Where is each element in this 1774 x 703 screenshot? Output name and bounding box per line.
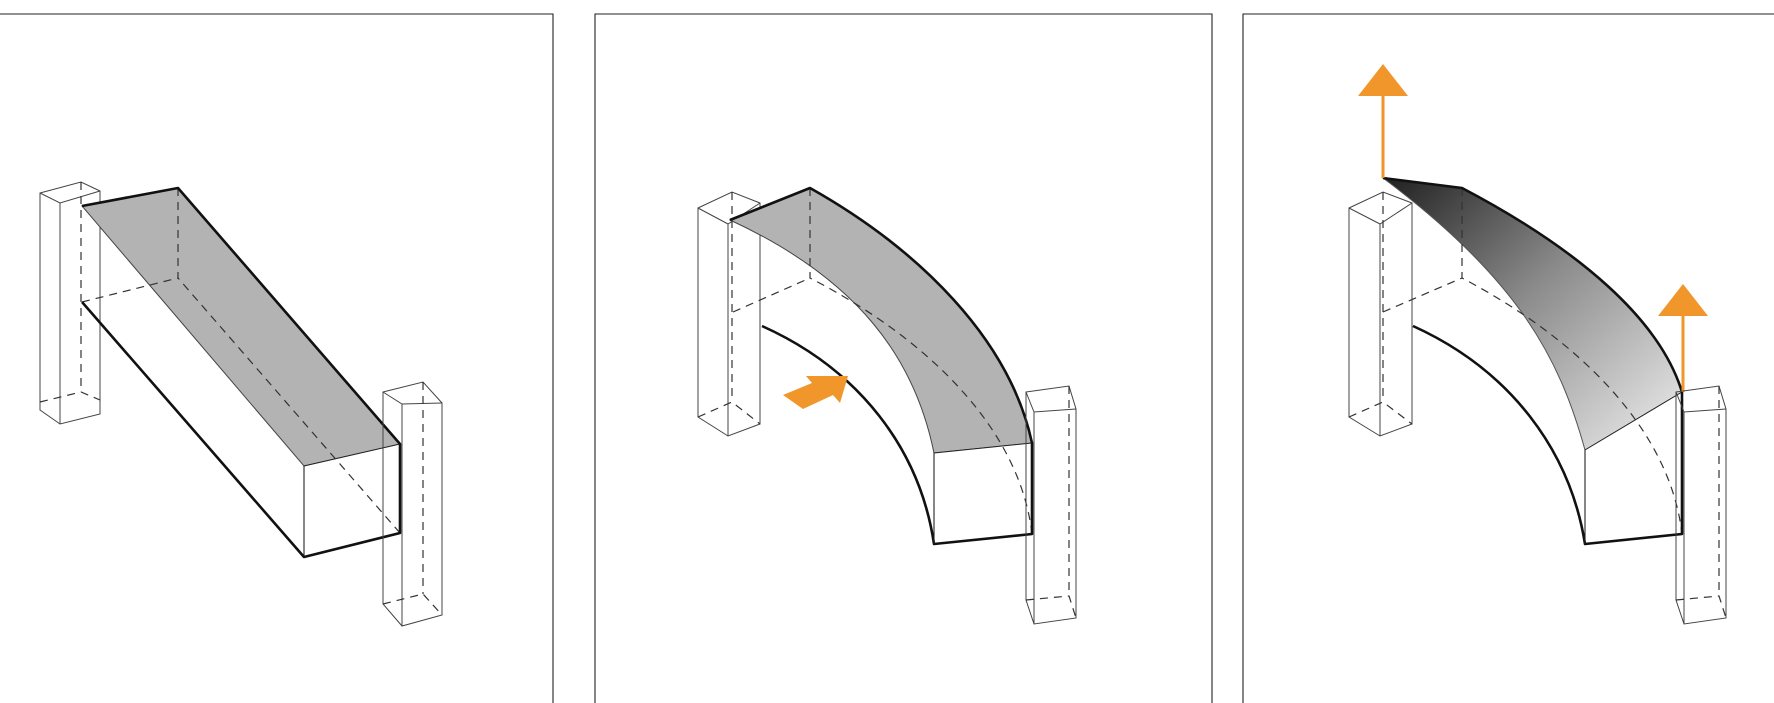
panel-3-left-column: [1348, 191, 1413, 437]
up-arrow-icon: [1358, 64, 1408, 178]
panel-2-right-column: [1025, 385, 1077, 625]
panel-1-right-column: [382, 381, 443, 627]
panel-3-beam-outline: [1382, 176, 1684, 546]
panel-1-left-column: [39, 181, 101, 425]
panel-2-beam-outline: [729, 186, 1034, 546]
panel-3-right-column: [1675, 385, 1727, 625]
panel-3-frame: [1242, 13, 1774, 703]
panel-2-beam-end-face: [933, 442, 1033, 545]
panel-3: [1242, 13, 1774, 703]
up-arrow-icon: [1658, 284, 1708, 392]
panel-2: [594, 13, 1213, 703]
panel-2-left-column: [697, 191, 761, 437]
panel-2-frame: [594, 13, 1213, 703]
panel-1: [0, 13, 554, 703]
panel-2-hidden-edges: [732, 188, 1033, 535]
panel-1-hidden-edges: [81, 188, 401, 534]
push-arrow-icon: [783, 376, 848, 409]
panel-1-frame: [0, 13, 554, 703]
panel-1-beam-top-face: [81, 187, 401, 467]
panel-3-hidden-edges: [1382, 188, 1683, 535]
panel-1-beam-outline: [81, 186, 402, 559]
